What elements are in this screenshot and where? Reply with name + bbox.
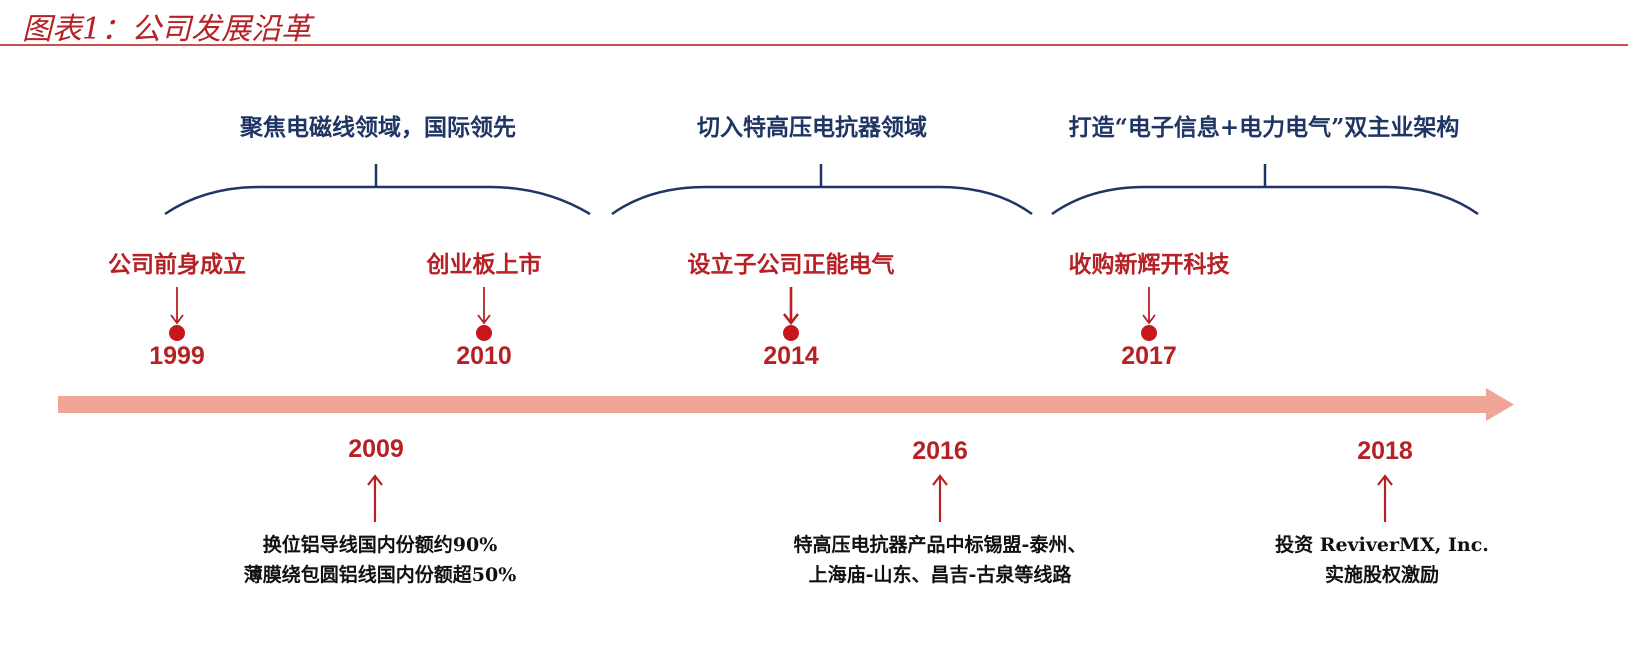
event-label-2014: 设立子公司正能电气 [687,251,895,278]
event-label-2010: 创业板上市 [426,251,542,278]
year-2016: 2016 [912,437,968,465]
event-arrowhead-1999 [170,314,184,325]
event-arrowhead-2009 [367,474,383,486]
note-2016: 特高压电抗器产品中标锡盟-泰州、 上海庙-山东、昌吉-古泉等线路 [794,530,1087,590]
phase-label-2: 切入特高压电抗器领域 [697,114,927,141]
event-arrowhead-2014 [782,313,800,326]
figure-title: 图表1：公司发展沿革 [22,12,312,47]
event-arrowhead-2018 [1377,474,1393,486]
phase-brace-2 [611,185,1033,216]
year-2017: 2017 [1121,342,1177,370]
note-2018-line-2: 实施股权激励 [1324,564,1439,586]
note-2009-line-2: 薄膜绕包圆铝线国内份额超50% [243,564,517,586]
event-dot-2014 [783,325,799,341]
year-1999: 1999 [149,342,205,370]
event-arrowhead-2010 [477,314,491,325]
phase-label-3: 打造“电子信息+电力电气”双主业架构 [1068,114,1460,141]
note-2009: 换位铝导线国内份额约90% 薄膜绕包圆铝线国内份额超50% [244,530,517,590]
year-2010: 2010 [456,342,512,370]
event-dot-1999 [169,325,185,341]
event-dot-2010 [476,325,492,341]
event-dot-2017 [1141,325,1157,341]
phase-brace-3 [1051,185,1479,216]
year-2009: 2009 [348,435,404,463]
note-2009-line-1: 换位铝导线国内份额约90% [262,534,498,556]
note-2018: 投资 ReviverMX, Inc. 实施股权激励 [1275,530,1489,590]
year-2014: 2014 [763,342,819,370]
phase-label-1: 聚焦电磁线领域，国际领先 [240,114,516,141]
event-arrowhead-2016 [932,474,948,486]
event-label-1999: 公司前身成立 [108,251,246,278]
phase-brace-1 [164,185,591,216]
event-arrowhead-2017 [1142,314,1156,325]
timeline-arrowhead [1486,388,1514,421]
title-divider [0,44,1628,46]
timeline-bar [58,396,1490,413]
event-label-2017: 收购新辉开科技 [1068,251,1230,278]
note-2018-line-1: 投资 ReviverMX, Inc. [1275,534,1489,556]
note-2016-line-2: 上海庙-山东、昌吉-古泉等线路 [808,564,1072,586]
year-2018: 2018 [1357,437,1413,465]
note-2016-line-1: 特高压电抗器产品中标锡盟-泰州、 [793,534,1087,556]
